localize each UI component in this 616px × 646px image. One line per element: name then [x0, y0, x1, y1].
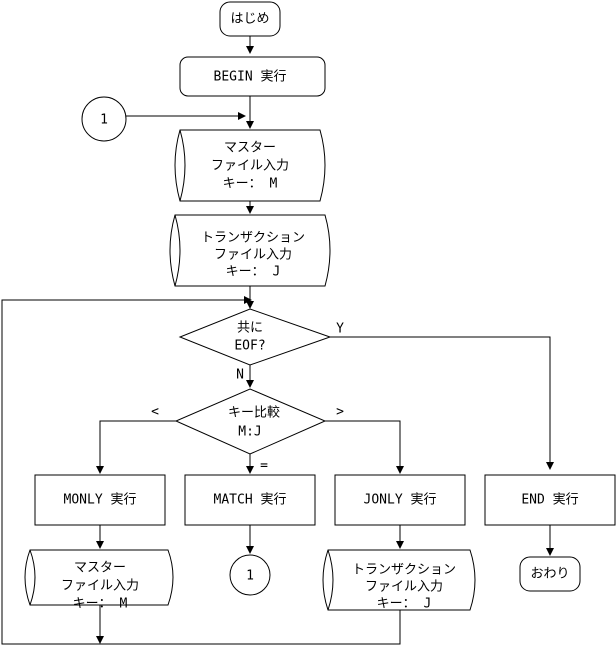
start-terminal: はじめ — [219, 1, 281, 37]
connector-out: 1 — [229, 554, 271, 596]
key-compare-decision: キー比較 M:J — [174, 388, 327, 455]
trans-1-line-1: トランザクション — [201, 231, 305, 246]
master-1-line-3: キー： M — [223, 177, 278, 192]
finish-terminal: おわり — [519, 556, 581, 592]
compare-line-2: M:J — [238, 425, 261, 440]
transaction-file-input-1: トランザクション ファイル入力 キー： J — [169, 214, 331, 287]
trans-1-line-3: キー： J — [226, 265, 281, 280]
eof-line-2: EOF? — [234, 339, 265, 354]
less-label: < — [151, 405, 159, 420]
jonly-label: JONLY 実行 — [364, 492, 437, 508]
trans-1-line-2: ファイル入力 — [214, 248, 292, 263]
jonly-process: JONLY 実行 — [334, 474, 466, 526]
connector-in: 1 — [81, 96, 127, 142]
eof-no-label: N — [236, 368, 244, 383]
trans-2-line-2: ファイル入力 — [365, 580, 443, 595]
end-exec-label: END 実行 — [521, 492, 578, 508]
monly-process: MONLY 実行 — [34, 474, 166, 526]
match-label: MATCH 実行 — [214, 492, 287, 508]
greater-label: > — [336, 405, 344, 420]
trans-2-line-3: キー： J — [377, 597, 432, 612]
master-1-line-1: マスター — [224, 141, 276, 156]
flow-lines — [1, 36, 551, 645]
master-2-line-2: ファイル入力 — [61, 579, 139, 594]
match-process: MATCH 実行 — [184, 474, 316, 526]
trans-2-line-1: トランザクション — [352, 563, 456, 578]
begin-process: BEGIN 実行 — [179, 56, 326, 97]
master-2-line-3: キー： M — [73, 597, 128, 612]
start-label: はじめ — [230, 12, 269, 27]
eof-decision: 共に EOF? — [178, 308, 332, 366]
end-process: END 実行 — [484, 474, 616, 526]
compare-line-1: キー比較 — [228, 406, 280, 421]
connector-out-label: 1 — [246, 569, 254, 584]
master-2-line-1: マスター — [74, 561, 126, 576]
transaction-file-input-2: トランザクション ファイル入力 キー： J — [322, 549, 476, 612]
eof-yes-label: Y — [336, 322, 344, 337]
begin-label: BEGIN 実行 — [214, 69, 287, 85]
master-1-line-2: ファイル入力 — [211, 159, 289, 174]
arrowheads — [96, 46, 554, 644]
master-file-input-2: マスター ファイル入力 キー： M — [24, 549, 174, 612]
equal-label: = — [260, 459, 268, 474]
eof-line-1: 共に — [237, 321, 263, 336]
master-file-input-1: マスター ファイル入力 キー： M — [174, 129, 326, 202]
finish-label: おわり — [530, 567, 569, 582]
monly-label: MONLY 実行 — [64, 492, 137, 508]
connector-in-label: 1 — [100, 113, 108, 128]
